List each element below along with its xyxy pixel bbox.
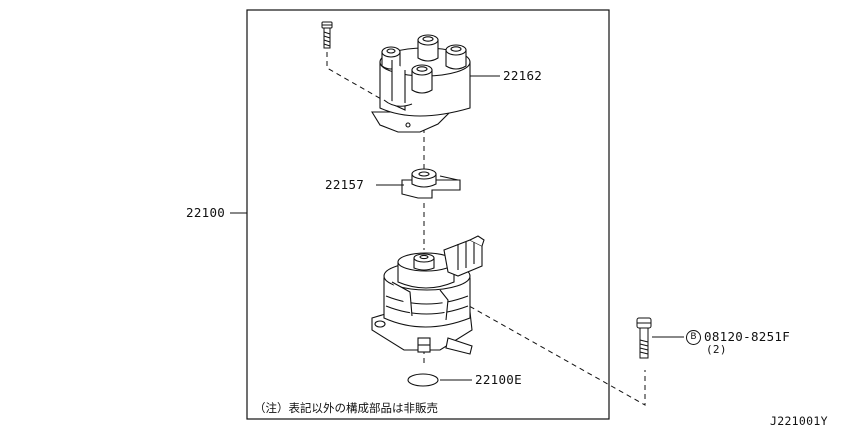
label-22162: 22162: [503, 68, 543, 83]
o-ring-drawing: [407, 373, 439, 387]
leader-lines: [230, 75, 684, 381]
label-22100: 22100: [186, 205, 226, 220]
distributor-body-drawing: [371, 235, 485, 355]
figure-id: J221001Y: [770, 414, 828, 428]
assembly-frame: [246, 9, 610, 420]
label-bolt-qty: (2): [706, 343, 727, 356]
rotor-drawing: [401, 168, 461, 199]
label-22157: 22157: [325, 177, 365, 192]
not-sold-separately-note: （注）表記以外の構成部品は非販売: [254, 401, 438, 415]
distributor-cap-drawing: [371, 34, 471, 133]
cap-screw-drawing: [321, 21, 333, 49]
label-08120-8251F: 08120-8251F: [704, 329, 791, 344]
assembly-dash-lines: [326, 52, 646, 406]
mounting-bolt-drawing: [636, 317, 652, 359]
bolt-type-circle-b: B: [686, 330, 701, 345]
label-22100E: 22100E: [475, 372, 522, 387]
